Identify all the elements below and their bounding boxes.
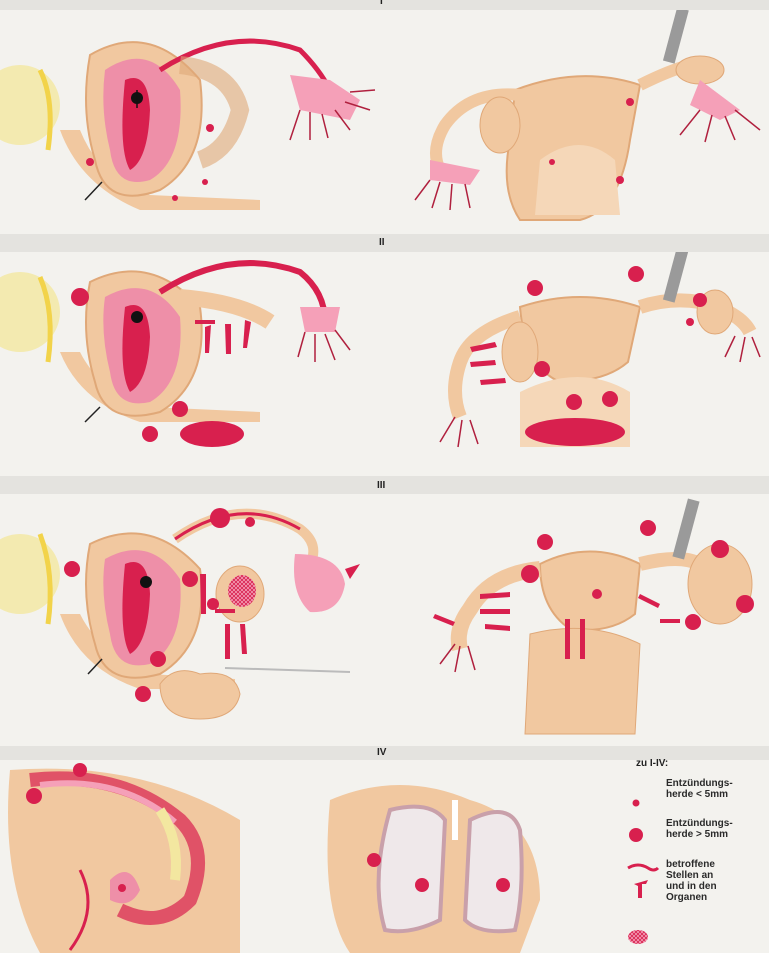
legend-item-large-lesions: Entzündungs- herde > 5mm — [666, 818, 733, 840]
stage-1-frontal-view — [415, 10, 760, 220]
stage-label-2: II — [379, 237, 385, 248]
stage-2-illustrations — [0, 252, 769, 476]
stage-3-sagittal-view — [0, 508, 360, 719]
cyst-hatched-oval-icon — [626, 922, 660, 952]
stage-label-4: IV — [377, 747, 386, 758]
legend: zu I-IV: Entzündungs- herde < 5mm Entzün… — [626, 758, 769, 953]
stage-4-abdominal-view — [8, 763, 240, 953]
stage-label-1: I — [380, 0, 383, 7]
separator-band-top — [0, 0, 769, 10]
stage-3-frontal-view — [433, 498, 754, 734]
stage-label-3: III — [377, 480, 385, 491]
legend-item-small-lesions: Entzündungs- herde < 5mm — [666, 778, 733, 800]
legend-title: zu I-IV: — [636, 758, 668, 769]
stage-1-sagittal-view — [0, 41, 375, 210]
stage-1-illustrations — [0, 10, 769, 234]
stage-3-illustrations — [0, 494, 769, 746]
affected-site-line-icon — [626, 858, 660, 908]
stage-2-sagittal-view — [0, 263, 350, 447]
stage-4-illustrations — [0, 760, 626, 953]
stage-2-frontal-view — [440, 252, 760, 447]
stage-4-thorax-view — [328, 785, 541, 953]
large-lesion-dot-icon — [626, 820, 660, 850]
small-lesion-dot-icon — [626, 788, 660, 818]
legend-item-affected-sites: betroffene Stellen an und in den Organen — [666, 859, 717, 903]
